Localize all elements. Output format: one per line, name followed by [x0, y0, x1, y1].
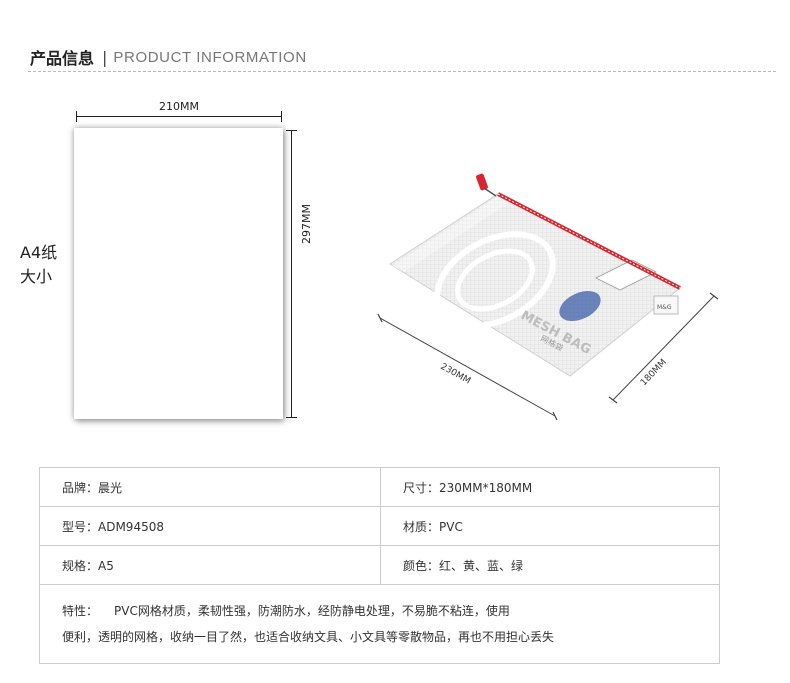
paper-width-dimension-line — [76, 111, 282, 122]
spec-features: 特性： PVC网格材质，柔韧性强，防潮防水，经防静电处理，不易脆不粘连，使用 便利… — [39, 584, 720, 664]
section-title-en: PRODUCT INFORMATION — [113, 48, 307, 66]
a4-paper-illustration — [74, 128, 283, 419]
feature-key: 特性： — [62, 604, 99, 618]
spec-spec: 规格：A5 — [39, 545, 381, 585]
bag-width-label: 230MM — [439, 362, 472, 387]
bag-print-circle-outer — [434, 231, 556, 329]
spec-size: 尺寸：230MM*180MM — [380, 467, 720, 507]
spec-material: 材质：PVC — [380, 506, 720, 546]
feature-text-1: PVC网格材质，柔韧性强，防潮防水，经防静电处理，不易脆不粘连，使用 — [114, 604, 510, 618]
spec-table: 品牌：晨光 尺寸：230MM*180MM 型号：ADM94508 材质：PVC … — [39, 467, 720, 664]
spec-brand: 品牌：晨光 — [39, 467, 381, 507]
zipper-pull — [476, 173, 488, 191]
bag-print-circle-inner — [455, 248, 535, 312]
table-row: 型号：ADM94508 材质：PVC — [39, 506, 720, 546]
bag-body — [389, 193, 681, 377]
bag-brand-tag — [653, 295, 679, 315]
section-title-zh: 产品信息 — [30, 49, 95, 68]
paper-size-label: A4纸 大小 — [20, 241, 57, 289]
spec-colors: 颜色：红、黄、蓝、绿 — [380, 545, 720, 585]
header-divider — [28, 71, 776, 72]
feature-line-1: 特性： PVC网格材质，柔韧性强，防潮防水，经防静电处理，不易脆不粘连，使用 — [62, 598, 719, 624]
bag-height-dimension-line — [612, 295, 715, 401]
bag-brand-tag-text: M&G — [657, 304, 672, 311]
bag-height-label: 180MM — [639, 358, 669, 388]
bag-seal-badge — [559, 290, 601, 322]
paper-height-label: 297MM — [300, 204, 313, 244]
table-row: 品牌：晨光 尺寸：230MM*180MM — [39, 467, 720, 507]
section-title-separator: | — [102, 47, 108, 67]
mesh-bag-illustration: MESH BAG 网格袋 M&G 230MM 180MM — [377, 173, 719, 421]
bag-zipper — [497, 192, 681, 290]
spec-model: 型号：ADM94508 — [39, 506, 381, 546]
table-row: 特性： PVC网格材质，柔韧性强，防潮防水，经防静电处理，不易脆不粘连，使用 便利… — [39, 584, 720, 664]
paper-label-line1: A4纸 — [20, 243, 58, 262]
paper-label-line2: 大小 — [20, 267, 53, 286]
bag-width-dimension-line — [379, 317, 556, 417]
table-row: 规格：A5 颜色：红、黄、蓝、绿 — [39, 545, 720, 585]
paper-height-dimension-line — [286, 130, 297, 418]
feature-text-2: 便利，透明的网格，收纳一目了然，也适合收纳文具、小文具等零散物品，再也不用担心丢… — [62, 630, 555, 644]
paper-width-label: 210MM — [159, 100, 199, 113]
section-header: 产品信息 | PRODUCT INFORMATION — [30, 44, 307, 70]
